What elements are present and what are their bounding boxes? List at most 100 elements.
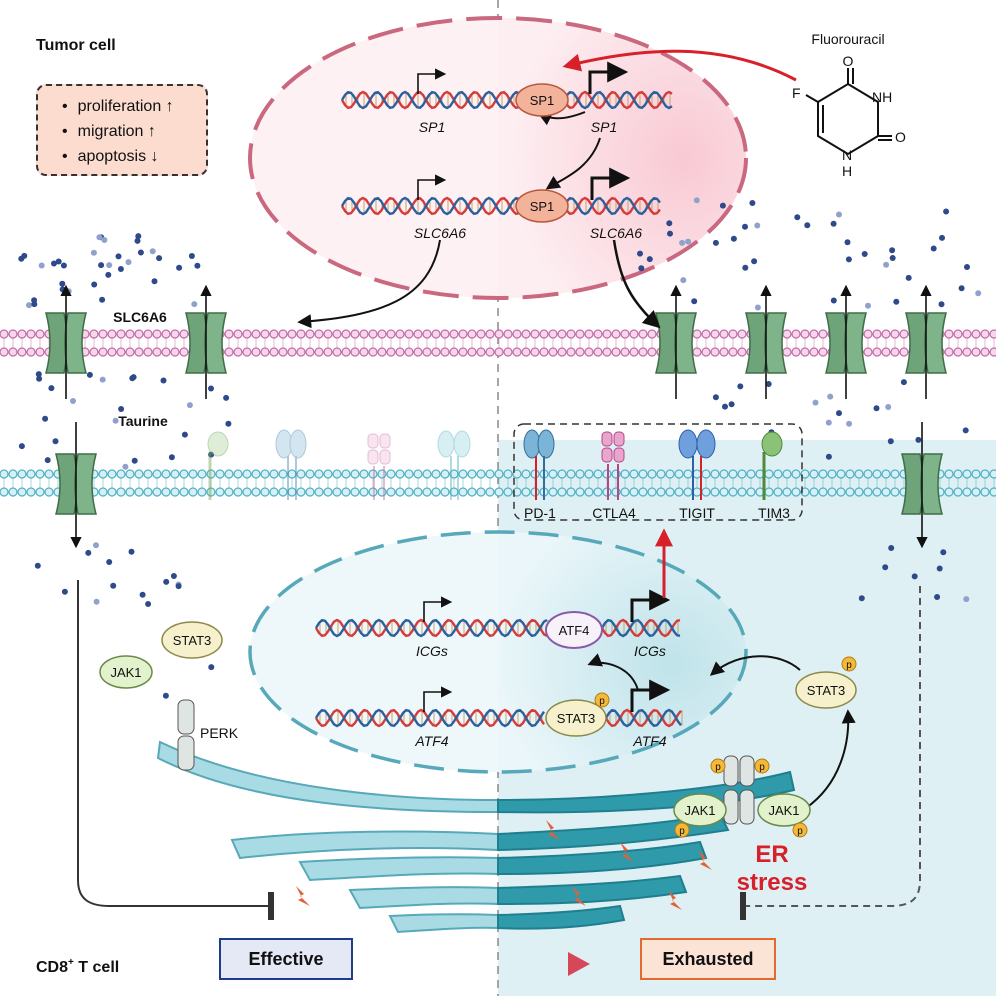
taurine-dot: [754, 304, 761, 311]
dna-strand-blue: [604, 708, 682, 728]
phosphate-label: p: [797, 826, 803, 837]
lipid-head: [413, 347, 423, 357]
lipid-head: [188, 469, 198, 479]
lipid-head: [827, 469, 837, 479]
lipid-head: [305, 329, 315, 339]
lipid-head: [890, 487, 900, 497]
lipid-head: [341, 329, 351, 339]
lipid-head: [512, 347, 522, 357]
lipid-head: [296, 487, 306, 497]
fluorouracil-label: Fluorouracil: [811, 31, 884, 47]
lipid-head: [818, 329, 828, 339]
ctla4-receptor-faded: [367, 433, 391, 500]
lipid-head: [98, 469, 108, 479]
lipid-head: [665, 487, 675, 497]
lipid-head: [575, 347, 585, 357]
taurine-dot: [191, 301, 198, 308]
lipid-head: [107, 469, 117, 479]
taurine-dot: [149, 248, 156, 255]
lipid-head: [566, 329, 576, 339]
taurine-dot: [858, 595, 865, 602]
lipid-head: [557, 347, 567, 357]
tcell-label-tail: T cell: [74, 959, 119, 976]
phosphate-label: p: [715, 762, 721, 773]
lipid-head: [359, 487, 369, 497]
dna-strand-blue: [562, 196, 661, 216]
taurine-dot: [719, 202, 726, 209]
stat3-protein-phosphorylated: [795, 671, 857, 709]
taurine-dot: [61, 588, 68, 595]
lipid-head: [980, 347, 990, 357]
dna-strand-blue: [600, 618, 681, 638]
lipid-head: [494, 329, 504, 339]
taurine-dot: [51, 260, 57, 267]
taurine-dot: [36, 375, 43, 382]
lipid-head: [251, 347, 261, 357]
lipid-head: [989, 487, 996, 497]
lipid-head: [341, 487, 351, 497]
dna-strand-red: [604, 708, 682, 728]
taurine-dot: [812, 399, 819, 406]
lipid-head: [296, 347, 306, 357]
atf4-protein-label: ATF4: [559, 623, 590, 638]
taurine-dot: [827, 393, 834, 400]
lipid-head: [710, 469, 720, 479]
lipid-head: [422, 469, 432, 479]
lipid-head: [836, 469, 846, 479]
lipid-head: [953, 329, 963, 339]
lipid-head: [746, 469, 756, 479]
taurine-dot: [934, 594, 941, 600]
lipid-head: [638, 329, 648, 339]
lipid-head: [980, 329, 990, 339]
lipid-head: [494, 347, 504, 357]
taurine-dot: [940, 549, 947, 556]
taurine-dot: [754, 222, 761, 229]
lipid-head: [791, 469, 801, 479]
lipid-head: [26, 329, 36, 339]
lipid-head: [791, 487, 801, 497]
lipid-head: [962, 347, 972, 357]
promoter-arrow: [630, 589, 671, 622]
lipid-head: [17, 329, 27, 339]
promoter-arrow: [588, 61, 629, 94]
lipid-head: [260, 469, 270, 479]
lipid-head: [512, 329, 522, 339]
dna-strand-red: [340, 90, 520, 110]
tcell-nucleus: [248, 530, 748, 774]
lipid-head: [359, 469, 369, 479]
lipid-head: [170, 347, 180, 357]
fluorouracil-atom-o-right: O: [895, 129, 906, 145]
sp1-protein-label-bottom: SP1: [530, 199, 555, 214]
lipid-head: [818, 347, 828, 357]
lipid-head: [233, 329, 243, 339]
taurine-dot: [170, 573, 177, 579]
lipid-head: [179, 347, 189, 357]
lipid-head: [359, 329, 369, 339]
taurine-dot: [139, 591, 146, 598]
lipid-head: [872, 329, 882, 339]
lipid-head: [422, 329, 432, 339]
lipid-head: [350, 329, 360, 339]
lipid-head: [35, 329, 45, 339]
tim3-receptor-faded: [207, 431, 229, 500]
lipid-head: [647, 469, 657, 479]
lipid-head: [134, 329, 144, 339]
lipid-head: [440, 347, 450, 357]
taurine-dot: [905, 274, 912, 281]
lipid-head: [269, 487, 279, 497]
lipid-head: [548, 487, 558, 497]
lipid-head: [134, 487, 144, 497]
lipid-head: [593, 487, 603, 497]
lipid-head: [485, 347, 495, 357]
lipid-head: [521, 347, 531, 357]
lipid-head: [953, 487, 963, 497]
phosphate-circle: [841, 656, 857, 672]
lipid-head: [683, 487, 693, 497]
lipid-head: [665, 469, 675, 479]
dna-strand-blue: [314, 618, 548, 638]
ctla4-receptor: [601, 431, 625, 500]
slc6a6-transporter: [745, 284, 787, 399]
taurine-dot: [175, 583, 182, 590]
lipid-head: [890, 347, 900, 357]
lipid-head: [971, 347, 981, 357]
